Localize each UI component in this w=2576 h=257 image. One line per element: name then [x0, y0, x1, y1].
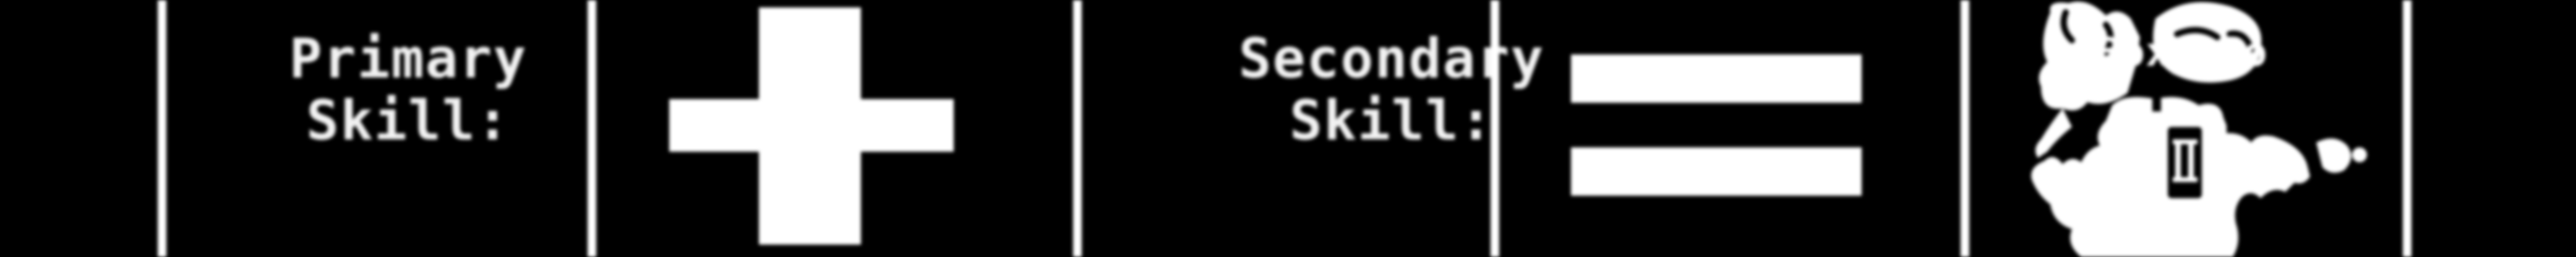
panel-divider — [1961, 0, 1969, 257]
panel-divider — [588, 0, 596, 257]
panel-divider — [1491, 0, 1499, 257]
panel-divider — [1073, 0, 1082, 257]
panel-divider — [158, 0, 166, 257]
primary-skill-label: Primary Skill: — [289, 27, 528, 152]
panel-divider — [2403, 0, 2411, 257]
cat-mascot-icon — [2031, 1, 2367, 257]
mascot-scribble-text: Boxy Bo — [2097, 30, 2268, 76]
